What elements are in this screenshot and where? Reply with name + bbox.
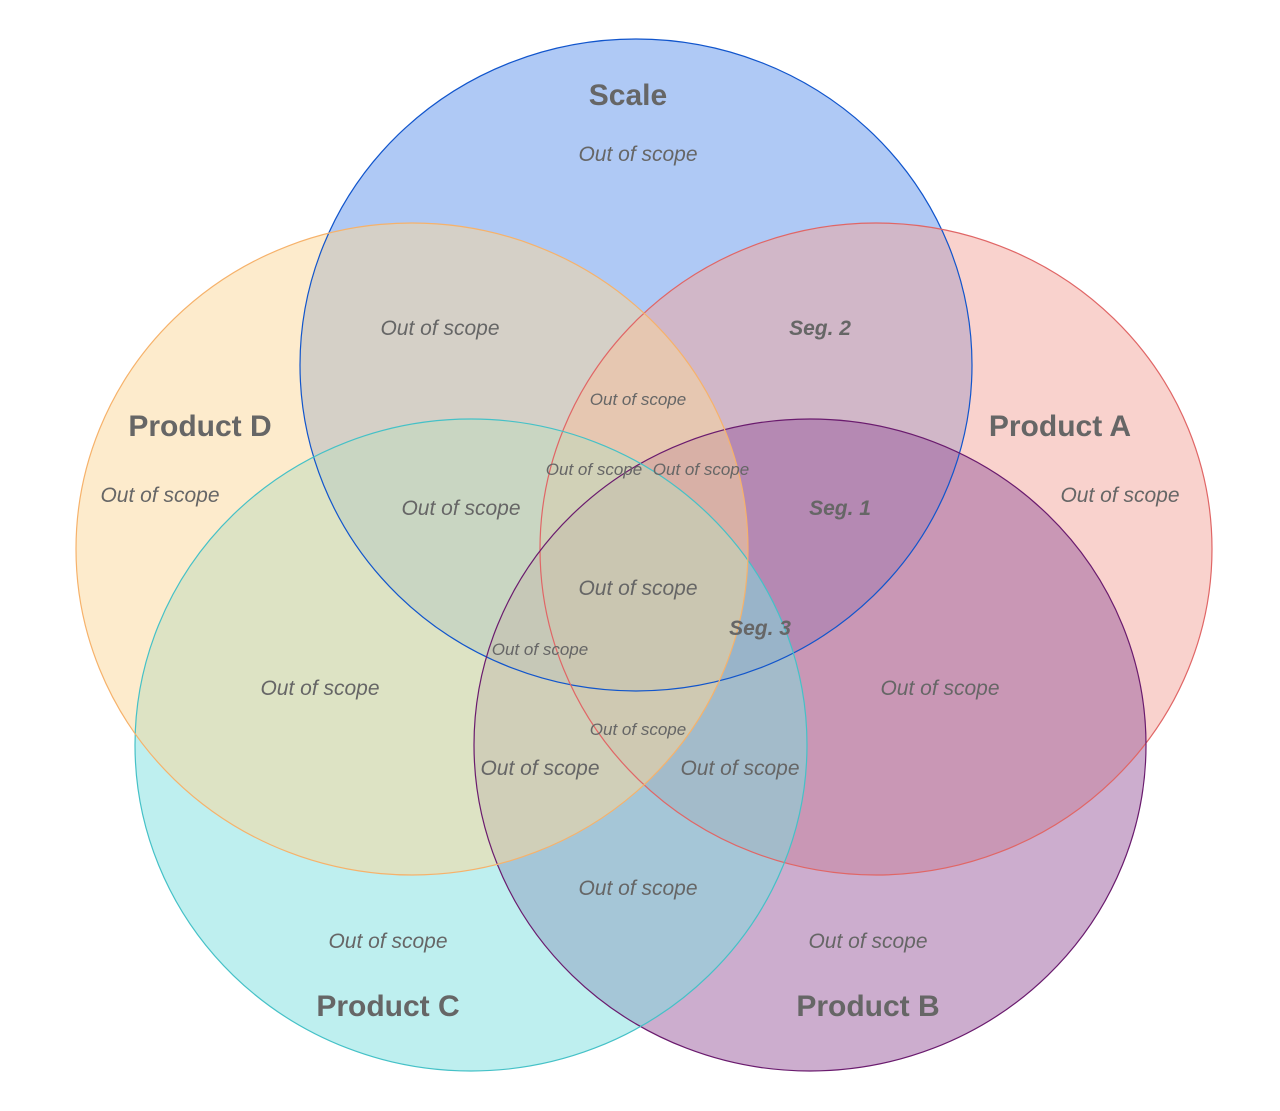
region-scale-c-d-right: Out of scope xyxy=(653,460,749,479)
outline-product-c xyxy=(134,418,808,1072)
label-scale: Scale xyxy=(589,79,667,112)
label-product-d: Product D xyxy=(128,410,271,443)
set-outlines xyxy=(75,38,1213,1072)
region-b-c-d: Out of scope xyxy=(480,757,599,780)
region-seg-3: Seg. 3 xyxy=(729,617,791,640)
circle-product-d xyxy=(76,223,748,875)
region-d-only: Out of scope xyxy=(100,484,219,507)
outline-product-a xyxy=(539,222,1213,876)
region-a-only: Out of scope xyxy=(1060,484,1179,507)
region-a-b-c: Out of scope xyxy=(680,757,799,780)
label-product-b: Product B xyxy=(796,990,939,1023)
region-scale-c-d: Out of scope xyxy=(401,497,520,520)
region-b-c: Out of scope xyxy=(578,877,697,900)
outline-scale xyxy=(299,38,973,692)
set-circles xyxy=(76,39,1212,1071)
region-all-center: Out of scope xyxy=(578,577,697,600)
set-labels: Scale Product A Product B Product C Prod… xyxy=(128,79,1131,1023)
region-scale-d: Out of scope xyxy=(380,317,499,340)
outline-product-b xyxy=(473,418,1147,1072)
region-seg-2: Seg. 2 xyxy=(789,317,851,340)
region-scale-only: Out of scope xyxy=(578,143,697,166)
region-a-b: Out of scope xyxy=(880,677,999,700)
outline-product-d xyxy=(75,222,749,876)
region-c-d: Out of scope xyxy=(260,677,379,700)
label-product-a: Product A xyxy=(989,410,1131,443)
region-a-b-d-small: Out of scope xyxy=(590,720,686,739)
region-seg-1: Seg. 1 xyxy=(809,497,871,520)
region-labels: Out of scope Out of scope Seg. 2 Out of … xyxy=(100,143,1179,953)
region-c-only: Out of scope xyxy=(328,930,447,953)
region-c-d-b-small: Out of scope xyxy=(492,640,588,659)
region-scale-c-d-left: Out of scope xyxy=(546,460,642,479)
label-product-c: Product C xyxy=(316,990,459,1023)
region-b-only: Out of scope xyxy=(808,930,927,953)
region-scale-a-d: Out of scope xyxy=(590,390,686,409)
